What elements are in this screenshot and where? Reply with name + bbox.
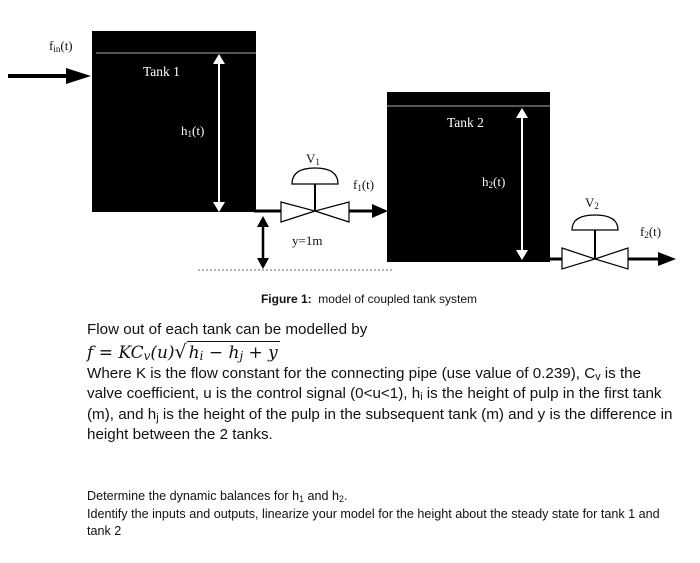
figure-caption-text: model of coupled tank system <box>318 292 478 306</box>
tank-1 <box>92 31 256 212</box>
elevation-label: y=1m <box>292 233 322 248</box>
tank-2-label: Tank 2 <box>447 115 484 130</box>
flow-1-label: f1(t) <box>353 177 374 193</box>
inflow-label: fin(t) <box>49 38 73 54</box>
valve-2-icon <box>561 214 629 270</box>
coupled-tank-diagram: fin(t) Tank 1 h1(t) V1 f1(t) y=1m Tank 2 <box>8 31 676 271</box>
tank-1-height-label: h1(t) <box>181 123 204 139</box>
inflow-arrow-icon <box>8 68 91 84</box>
figure-caption-prefix: Figure 1: <box>260 292 312 306</box>
valve-1-label: V1 <box>306 151 320 167</box>
tank-2-height-label: h2(t) <box>482 174 505 190</box>
question-2: Identify the inputs and outputs, lineari… <box>87 506 660 539</box>
question-1: Determine the dynamic balances for h1 an… <box>87 489 348 504</box>
tank-1-height-arrow-icon <box>213 54 225 212</box>
equation-radicand: hi − hj + y <box>186 340 280 363</box>
flow-1-arrow-icon <box>349 204 388 218</box>
flow-equation: f = KCv(u)√hi − hj + y <box>87 340 677 364</box>
tank-1-label: Tank 1 <box>143 64 180 79</box>
valve-1-icon <box>280 167 350 223</box>
equation-arg: (u) <box>150 342 175 363</box>
tank-2-height-arrow-icon <box>516 108 528 260</box>
equation-cv-sub: v <box>143 348 151 363</box>
valve-2-label: V2 <box>585 195 599 211</box>
variable-definitions: Where K is the flow constant for the con… <box>87 364 673 444</box>
elevation-arrow-icon <box>257 216 269 269</box>
flow-2-label: f2(t) <box>640 224 661 240</box>
figure-caption: Figure 1: model of coupled tank system <box>0 292 700 306</box>
sqrt-icon: √ <box>174 340 187 363</box>
flow-2-arrow-icon <box>628 252 676 266</box>
intro-text: Flow out of each tank can be modelled by <box>87 321 368 338</box>
questions: Determine the dynamic balances for h1 an… <box>87 488 677 541</box>
equation-lhs: f = KC <box>87 342 144 363</box>
model-description: Flow out of each tank can be modelled by… <box>87 320 677 446</box>
